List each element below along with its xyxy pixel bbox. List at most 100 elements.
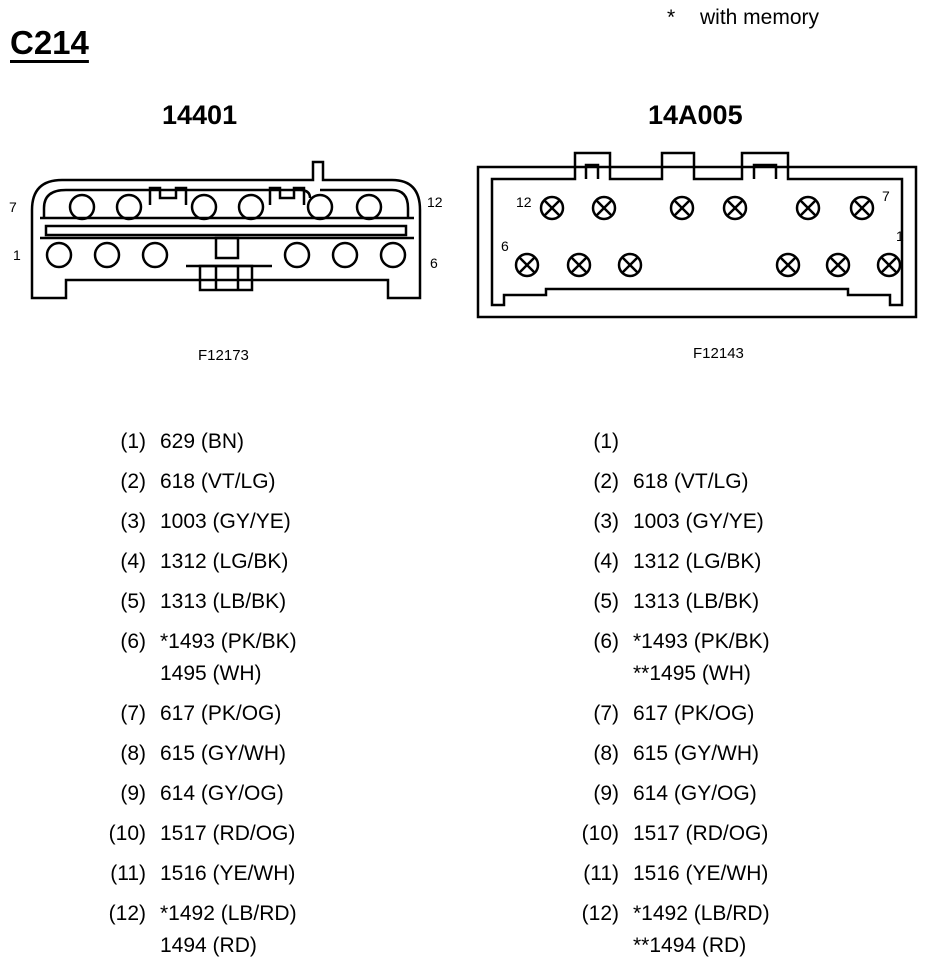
left-pin-11	[306, 193, 334, 221]
pin-wires: *1492 (LB/RD)1494 (RD)	[160, 898, 297, 962]
pinout-row: (9) 614 (GY/OG)	[96, 778, 456, 810]
left-key-lower	[198, 264, 254, 292]
left-inner-frame	[42, 188, 410, 218]
wire-circuit: 615 (GY/WH)	[160, 742, 287, 765]
wire-circuit: 617 (PK/OG)	[633, 702, 755, 725]
pinout-row: (12)*1492 (LB/RD)**1494 (RD)	[569, 898, 929, 962]
pin-number: (7)	[120, 702, 146, 725]
wire-circuit: 1495 (WH)	[160, 662, 262, 685]
pin-wires: 614 (GY/OG)	[160, 778, 284, 810]
right-pin-1	[876, 252, 902, 278]
right-label-bottom-right: 1	[896, 228, 904, 244]
pin-number: (1)	[120, 430, 146, 453]
right-latches	[584, 163, 778, 179]
wire-circuit: *1493 (PK/BK)	[160, 630, 297, 653]
right-pin-6	[514, 252, 540, 278]
left-latch-2	[268, 186, 306, 205]
pin-number: (2)	[593, 470, 619, 493]
left-label-bottom-left: 1	[13, 247, 21, 263]
left-pin-2	[93, 241, 121, 269]
pinout-row: (3)1003 (GY/YE)	[569, 506, 929, 538]
pin-wires: 615 (GY/WH)	[160, 738, 286, 770]
right-label-top-right: 7	[882, 188, 890, 204]
right-connector-name: 14A005	[648, 100, 743, 130]
pin-wires: 1313 (LB/BK)	[160, 586, 286, 618]
left-connector-name: 14401	[162, 100, 238, 130]
pinout-row: (4) 1312 (LG/BK)	[96, 546, 456, 578]
pin-wires: 1003 (GY/YE)	[633, 506, 764, 538]
wire-circuit: 1517 (RD/OG)	[160, 822, 296, 845]
left-center-bar	[44, 224, 408, 237]
left-label-top-right: 12	[427, 194, 443, 210]
pin-wires: 1312 (LG/BK)	[160, 546, 288, 578]
right-pin-8	[795, 195, 821, 221]
wire-circuit: 1312 (LG/BK)	[160, 550, 289, 573]
left-pin-9	[190, 193, 218, 221]
left-key	[214, 236, 240, 260]
wire-circuit: 1313 (LB/BK)	[160, 590, 287, 613]
pin-wires: 1516 (YE/WH)	[160, 858, 295, 890]
pin-number: (11)	[110, 862, 146, 885]
left-figure-ref: F12173	[198, 347, 249, 364]
pinout-row: (8)615 (GY/WH)	[569, 738, 929, 770]
left-pin-1	[45, 241, 73, 269]
right-connector-diagram: 12 7 6 1	[476, 151, 918, 319]
right-label-top-left: 12	[516, 194, 532, 210]
left-pin-10	[237, 193, 265, 221]
right-label-bottom-left: 6	[501, 238, 509, 254]
pin-wires: 629 (BN)	[160, 426, 244, 458]
wire-circuit: 617 (PK/OG)	[160, 702, 282, 725]
pin-number: (5)	[593, 590, 619, 613]
pin-wires: 1313 (LB/BK)	[633, 586, 759, 618]
pinout-row: (11) 1516 (YE/WH)	[569, 858, 929, 890]
wire-circuit: **1494 (RD)	[633, 934, 747, 957]
wire-circuit: 614 (GY/OG)	[160, 782, 284, 805]
pin-number: (11)	[583, 862, 619, 885]
left-pin-6	[379, 241, 407, 269]
page-title: C214	[10, 24, 89, 61]
wire-circuit: 1312 (LG/BK)	[633, 550, 762, 573]
pinout-row: (10)1517 (RD/OG)	[96, 818, 456, 850]
wire-circuit: 1003 (GY/YE)	[160, 510, 291, 533]
pin-wires: *1493 (PK/BK)**1495 (WH)	[633, 626, 770, 690]
left-pin-7	[68, 193, 96, 221]
pinout-row: (7)617 (PK/OG)	[569, 698, 929, 730]
pin-number: (2)	[120, 470, 146, 493]
pin-number: (12)	[108, 902, 146, 925]
wire-circuit: 1313 (LB/BK)	[633, 590, 760, 613]
pin-number: (9)	[120, 782, 146, 805]
pinout-row: (5) 1313 (LB/BK)	[96, 586, 456, 618]
right-pin-4	[617, 252, 643, 278]
pin-number: (5)	[120, 590, 146, 613]
pin-wires: 615 (GY/WH)	[633, 738, 759, 770]
right-pin-grid	[514, 195, 902, 278]
pinout-row: (1) 629 (BN)	[96, 426, 456, 458]
wire-circuit: 618 (VT/LG)	[160, 470, 276, 493]
right-pin-10	[669, 195, 695, 221]
pin-number: (3)	[120, 510, 146, 533]
left-pin-12	[355, 193, 383, 221]
pinout-row: (2) 618 (VT/LG)	[96, 466, 456, 498]
pinout-row: (6)*1493 (PK/BK)1495 (WH)	[96, 626, 456, 690]
left-latch-1	[148, 186, 188, 205]
pinout-row: (2)618 (VT/LG)	[569, 466, 929, 498]
pin-wires: 1516 (YE/WH)	[633, 858, 768, 890]
pinout-row: (6) *1493 (PK/BK)**1495 (WH)	[569, 626, 929, 690]
pinout-row: (4) 1312 (LG/BK)	[569, 546, 929, 578]
pinout-row: (10)1517 (RD/OG)	[569, 818, 929, 850]
wire-circuit: 629 (BN)	[160, 430, 245, 453]
pin-wires: 1517 (RD/OG)	[160, 818, 295, 850]
pin-number: (4)	[593, 550, 619, 573]
pin-wires: 1517 (RD/OG)	[633, 818, 768, 850]
pinout-row: (11) 1516 (YE/WH)	[96, 858, 456, 890]
pin-wires: 614 (GY/OG)	[633, 778, 757, 810]
pin-wires: 1312 (LG/BK)	[633, 546, 761, 578]
right-pin-7	[849, 195, 875, 221]
wire-circuit: 1003 (GY/YE)	[633, 510, 764, 533]
pin-number: (1)	[593, 430, 619, 453]
pin-number: (4)	[120, 550, 146, 573]
left-key-slots	[214, 266, 240, 290]
pin-number: (6)	[593, 630, 619, 653]
legend: *with memory	[667, 6, 819, 30]
right-figure-ref: F12143	[693, 345, 744, 362]
